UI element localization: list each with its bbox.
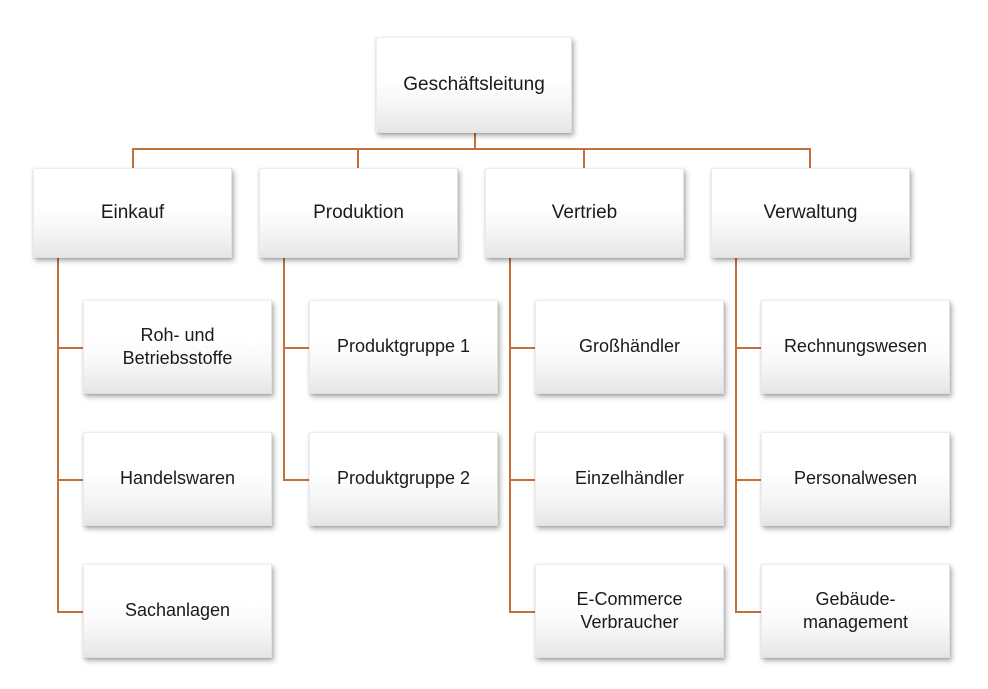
connector-stub-vertrieb-2: [509, 479, 536, 481]
node-produktgruppe-1[interactable]: Produktgruppe 1: [309, 300, 498, 394]
node-geschaeftsleitung[interactable]: Geschäftsleitung: [376, 37, 572, 133]
connector-stub-einkauf-2: [57, 479, 84, 481]
node-handelswaren[interactable]: Handelswaren: [83, 432, 272, 526]
node-label: Roh- und Betriebsstoffe: [122, 324, 233, 368]
node-sachanlagen[interactable]: Sachanlagen: [83, 564, 272, 658]
node-label: Vertrieb: [551, 201, 618, 223]
node-label: Produktgruppe 1: [336, 336, 471, 357]
node-label: Handelswaren: [119, 468, 236, 489]
node-grosshaendler[interactable]: Großhändler: [535, 300, 724, 394]
connector-stub-verwaltung-3: [735, 611, 762, 613]
connector-stub-vertrieb-1: [509, 347, 536, 349]
node-label: Sachanlagen: [124, 600, 231, 621]
node-label: Einkauf: [100, 201, 165, 223]
node-label: Produktion: [313, 201, 404, 223]
node-label: Produktgruppe 2: [336, 468, 471, 489]
connector-spine-produktion: [283, 258, 285, 481]
node-einzelhaendler[interactable]: Einzelhändler: [535, 432, 724, 526]
connector-root-stem: [474, 132, 476, 149]
node-label: Geschäftsleitung: [403, 73, 545, 95]
connector-drop-vertrieb: [583, 148, 585, 169]
node-label: Rechnungswesen: [783, 336, 928, 357]
connector-stub-produktion-1: [283, 347, 310, 349]
connector-stub-einkauf-1: [57, 347, 84, 349]
connector-spine-einkauf: [57, 258, 59, 613]
node-personalwesen[interactable]: Personalwesen: [761, 432, 950, 526]
node-label: Verwaltung: [763, 201, 858, 223]
node-vertrieb[interactable]: Vertrieb: [485, 168, 684, 258]
connector-stub-produktion-2: [283, 479, 310, 481]
node-rechnungswesen[interactable]: Rechnungswesen: [761, 300, 950, 394]
node-produktgruppe-2[interactable]: Produktgruppe 2: [309, 432, 498, 526]
connector-drop-verwaltung: [809, 148, 811, 169]
node-label: Personalwesen: [793, 468, 918, 489]
connector-drop-produktion: [357, 148, 359, 169]
connector-stub-einkauf-3: [57, 611, 84, 613]
connector-stub-verwaltung-2: [735, 479, 762, 481]
node-label: Großhändler: [578, 336, 681, 357]
connector-spine-verwaltung: [735, 258, 737, 613]
connector-drop-einkauf: [132, 148, 134, 169]
connector-spine-vertrieb: [509, 258, 511, 613]
node-label: Gebäude- management: [802, 588, 909, 632]
connector-level2-bus: [132, 148, 811, 150]
node-verwaltung[interactable]: Verwaltung: [711, 168, 910, 258]
connector-stub-vertrieb-3: [509, 611, 536, 613]
node-gebaeudemanagement[interactable]: Gebäude- management: [761, 564, 950, 658]
connector-stub-verwaltung-1: [735, 347, 762, 349]
node-label: E-Commerce Verbraucher: [576, 588, 683, 632]
node-produktion[interactable]: Produktion: [259, 168, 458, 258]
node-e-commerce-verbraucher[interactable]: E-Commerce Verbraucher: [535, 564, 724, 658]
node-label: Einzelhändler: [574, 468, 685, 489]
node-einkauf[interactable]: Einkauf: [33, 168, 232, 258]
node-roh-und-betriebsstoffe[interactable]: Roh- und Betriebsstoffe: [83, 300, 272, 394]
